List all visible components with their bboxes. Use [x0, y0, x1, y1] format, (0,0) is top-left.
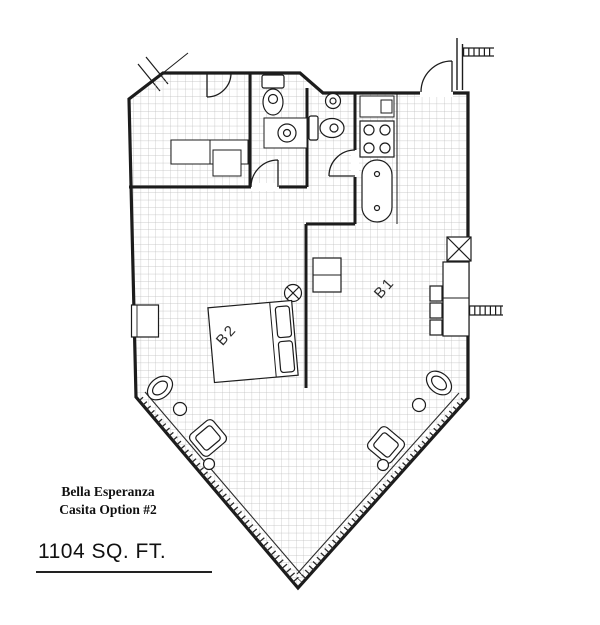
patio-table-right: [411, 397, 427, 413]
door-openings: [251, 89, 453, 191]
exterior-continuation-marks: [137, 38, 503, 316]
closet-door: [206, 72, 232, 98]
kitchen-sink: [361, 159, 393, 223]
area-label: 1104 SQ. FT.: [38, 540, 167, 563]
toilet-bath1: [261, 74, 285, 116]
dresser-b2: [312, 257, 342, 293]
sofa-b1: [429, 261, 470, 337]
bath2-door: [328, 149, 356, 177]
laundry-closet: [170, 139, 249, 177]
sink-bath2: [324, 92, 342, 110]
vanity-sink-bath1: [263, 117, 308, 149]
stove: [359, 120, 395, 158]
patio-window-walls: [137, 391, 467, 584]
patio-stool-right: [376, 458, 390, 472]
plan-title-line1: Bella Esperanza: [61, 484, 155, 499]
plan-title: Bella Esperanza Casita Option #2: [24, 483, 192, 518]
patio-table-left: [172, 401, 188, 417]
patio-stool-left: [202, 457, 216, 471]
patio-chair-left: [188, 419, 228, 457]
doors: [206, 60, 453, 188]
nightstand: [130, 304, 160, 338]
patio-lounge-right: [425, 370, 453, 396]
ceiling-fixture: [283, 283, 303, 303]
kitchen-counter: [359, 93, 398, 224]
entry-door: [420, 60, 453, 93]
bath1-door: [250, 159, 279, 188]
patio-chair-right: [366, 426, 406, 464]
patio-lounge-left: [146, 375, 174, 401]
utility-unit: [446, 236, 472, 262]
plan-title-line2: Casita Option #2: [59, 501, 157, 517]
toilet-bath2: [308, 115, 345, 141]
area-underline: [36, 571, 212, 573]
bed-b2: [207, 299, 299, 384]
